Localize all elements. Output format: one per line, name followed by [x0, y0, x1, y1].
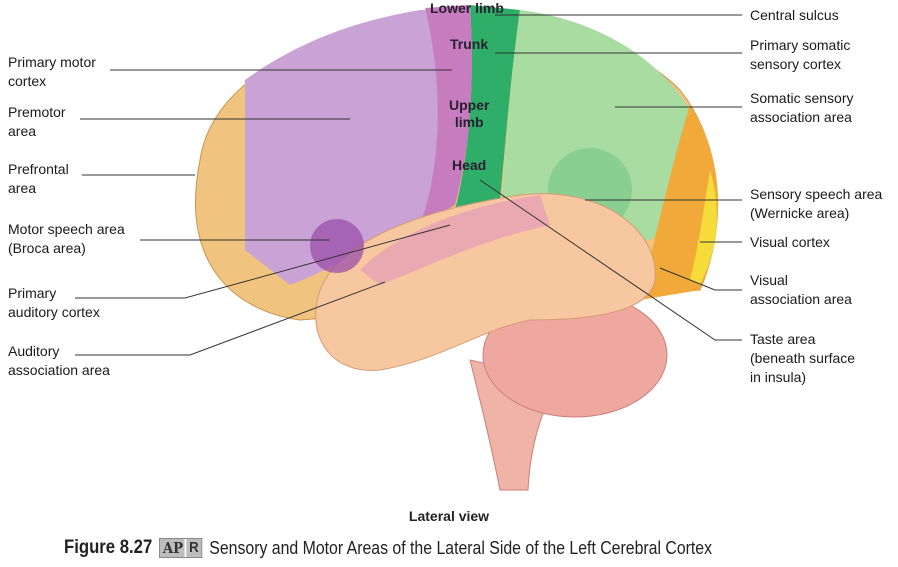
label-upper-limb: Upper limb: [449, 97, 490, 130]
label-prefrontal-area: Prefrontal area: [8, 161, 69, 196]
label-primary-motor-cortex: Primary motor cortex: [8, 54, 96, 89]
primary-somatic-strip: [455, 5, 520, 210]
label-auditory-association-area: Auditory association area: [8, 343, 110, 378]
temporal-lobe: [315, 193, 656, 371]
figure-title: Sensory and Motor Areas of the Lateral S…: [209, 537, 713, 558]
label-primary-auditory-cortex: Primary auditory cortex: [8, 285, 100, 320]
auditory-cortex: [360, 195, 550, 285]
label-head: Head: [452, 157, 487, 173]
apr-badge-b: R: [184, 539, 199, 557]
label-sensory-speech-area: Sensory speech area (Wernicke area): [750, 186, 883, 221]
somatic-association-area: [500, 10, 690, 240]
label-trunk: Trunk: [450, 36, 489, 52]
label-somatic-sensory-association-area: Somatic sensory association area: [750, 90, 854, 125]
label-primary-somatic-sensory-cortex: Primary somatic sensory cortex: [750, 37, 851, 72]
view-label: Lateral view: [408, 508, 490, 524]
apr-badge-a: AP: [162, 539, 184, 557]
label-taste-area: Taste area (beneath surface in insula): [750, 331, 856, 385]
label-visual-cortex: Visual cortex: [750, 234, 830, 250]
primary-motor-strip: [420, 5, 472, 225]
premotor-area: [245, 10, 445, 285]
figure-number: Figure 8.27: [64, 537, 153, 558]
leader-lines: [75, 14, 742, 356]
label-central-sulcus: Central sulcus: [750, 7, 839, 23]
broca-area: [310, 219, 364, 273]
label-motor-speech-area: Motor speech area (Broca area): [8, 221, 125, 256]
label-lower-limb: Lower limb: [430, 0, 504, 16]
visual-cortex-area: [690, 170, 717, 285]
label-visual-association-area: Visual association area: [750, 272, 852, 307]
label-premotor-area: Premotor area: [8, 104, 66, 139]
